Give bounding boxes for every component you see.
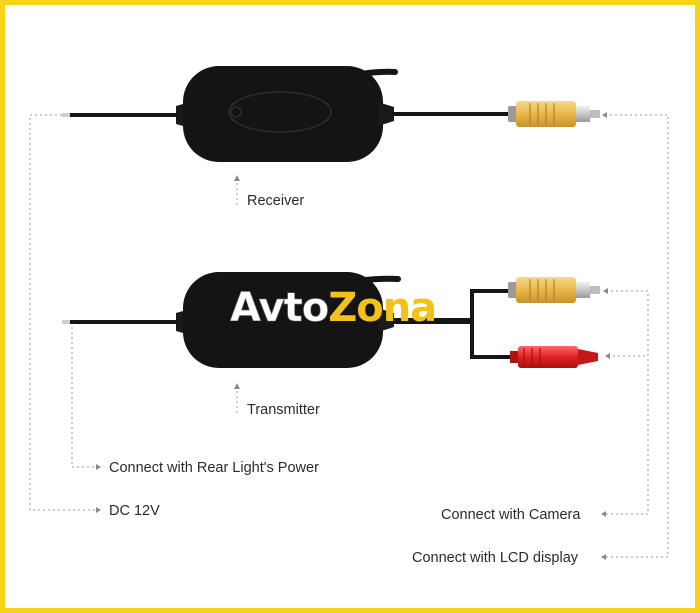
receiver-device (62, 66, 600, 162)
receiver-label: Receiver (247, 193, 305, 209)
dc-12v-label: DC 12V (109, 503, 160, 519)
transmitter-device (62, 272, 600, 368)
watermark-zona: Zona (328, 285, 437, 331)
connect-camera-label: Connect with Camera (441, 507, 581, 523)
watermark: AvtoZona (230, 285, 437, 331)
arrowheads (96, 112, 610, 560)
connect-lcd-label: Connect with LCD display (412, 550, 579, 566)
watermark-avto: Avto (230, 285, 330, 331)
transmitter-label: Transmitter (247, 402, 320, 418)
rear-light-power-label: Connect with Rear Light's Power (109, 460, 319, 476)
